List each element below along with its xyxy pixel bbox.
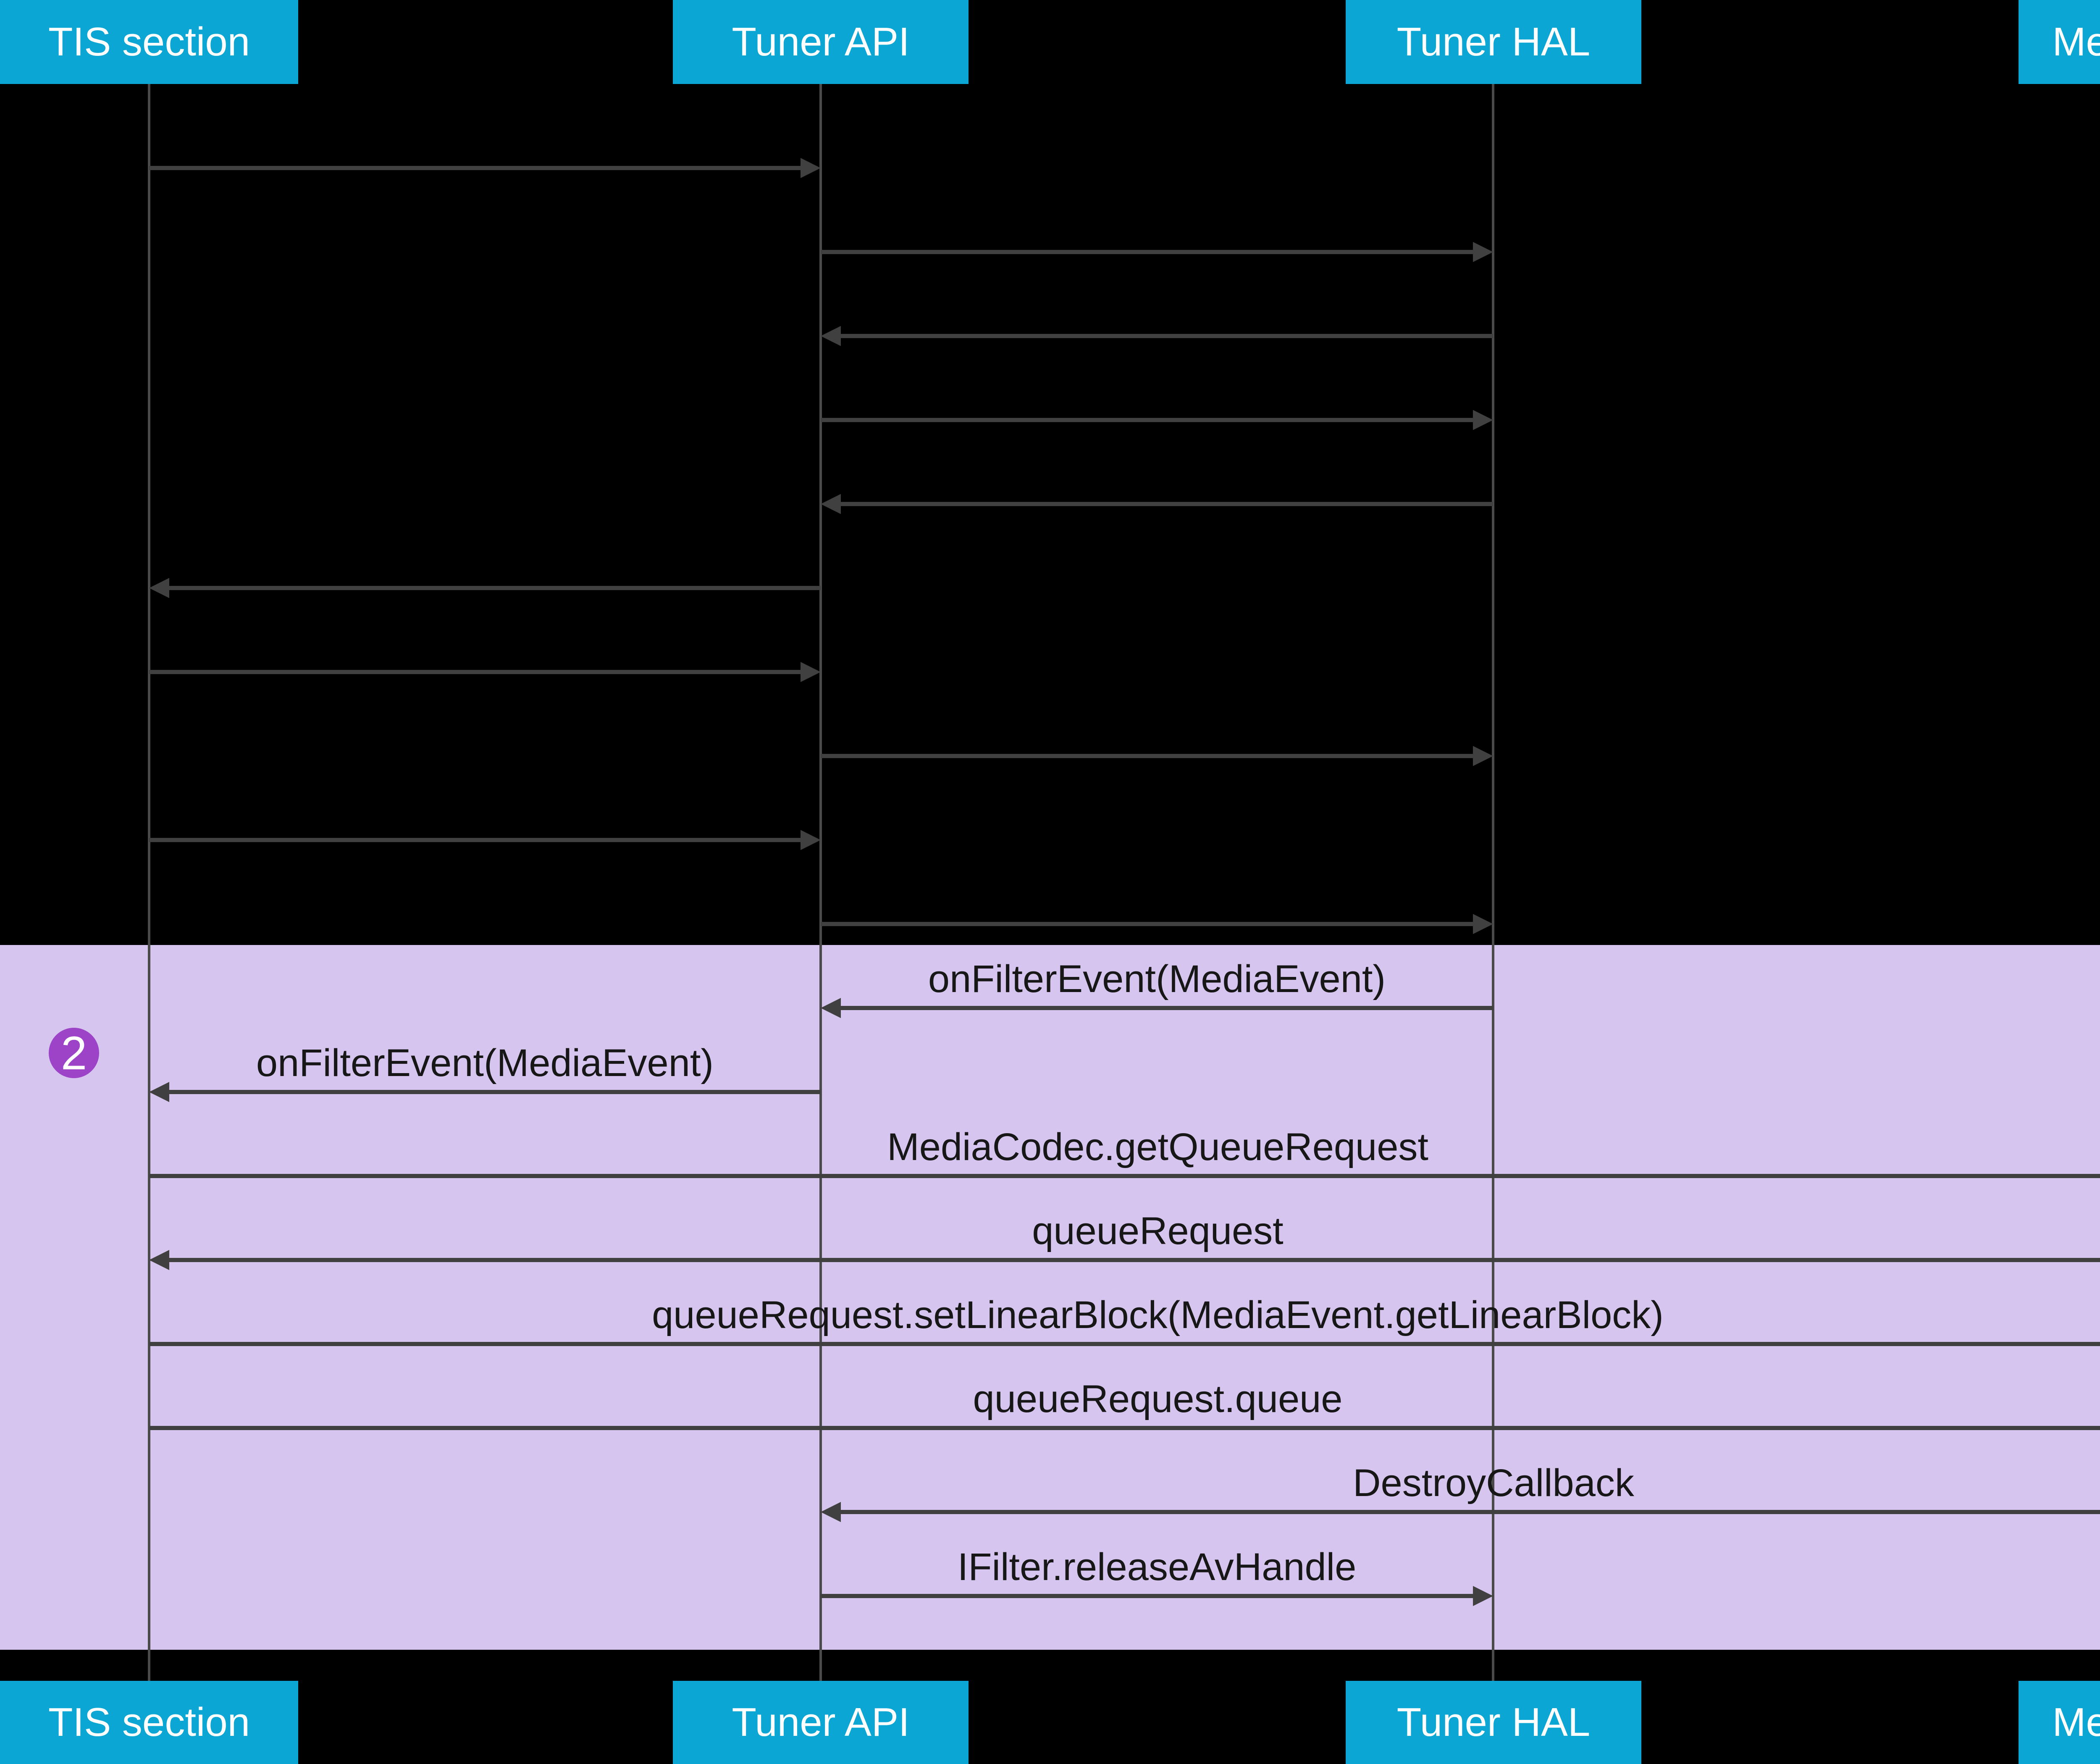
participant-bottom-tis: TIS section <box>0 1681 298 1764</box>
message-label: queueRequest.setLinearBlock(MediaEvent.g… <box>652 1294 1664 1336</box>
participant-top-mediacodec: MediaCodec <box>2019 0 2100 84</box>
arrowhead-left-icon <box>821 326 841 346</box>
participant-label: Tuner API <box>732 1700 910 1745</box>
message-line <box>169 1090 821 1094</box>
lifeline-tis <box>148 84 150 1681</box>
message-label: MediaCodec.getQueueRequest <box>887 1126 1428 1168</box>
arrowhead-right-icon <box>1473 1586 1493 1606</box>
arrowhead-right-icon <box>1473 746 1493 766</box>
arrowhead-left-icon <box>821 1502 841 1522</box>
message-line <box>821 1594 1473 1598</box>
message-label: queueRequest <box>1032 1210 1284 1252</box>
message-label: queueRequest.queue <box>973 1378 1343 1420</box>
arrowhead-right-icon <box>801 158 821 178</box>
participant-bottom-tuner-hal: Tuner HAL <box>1346 1681 1641 1764</box>
participant-label: Tuner HAL <box>1396 19 1591 64</box>
arrowhead-left-icon <box>149 578 169 598</box>
lifeline-tuner_api <box>819 84 822 1681</box>
arrowhead-right-icon <box>1473 242 1493 262</box>
message-line <box>149 1174 2100 1178</box>
message-line <box>169 586 821 590</box>
message-line <box>149 838 801 842</box>
step-badge: 2 <box>49 1026 99 1079</box>
message-line <box>841 502 1493 506</box>
step-badge-number: 2 <box>60 1026 87 1079</box>
participant-label: MediaCodec <box>2052 1700 2100 1745</box>
message-line <box>821 418 1473 422</box>
highlight-band <box>0 945 2100 1650</box>
message-label: DestroyCallback <box>1353 1462 1634 1504</box>
arrowhead-right-icon <box>801 662 821 682</box>
participant-label: MediaCodec <box>2052 19 2100 64</box>
message-line <box>149 670 801 674</box>
lifeline-tuner_hal <box>1492 84 1494 1681</box>
arrowhead-left-icon <box>149 1250 169 1270</box>
participant-top-tuner-api: Tuner API <box>673 0 969 84</box>
arrowhead-right-icon <box>801 830 821 850</box>
participant-label: TIS section <box>48 1700 250 1745</box>
message-line <box>821 250 1473 254</box>
arrowhead-left-icon <box>149 1082 169 1102</box>
message-line <box>841 334 1493 338</box>
message-label: onFilterEvent(MediaEvent) <box>256 1042 714 1084</box>
message-label: IFilter.releaseAvHandle <box>957 1546 1357 1588</box>
participant-top-tis: TIS section <box>0 0 298 84</box>
participant-label: TIS section <box>48 19 250 64</box>
participant-bottom-tuner-api: Tuner API <box>673 1681 969 1764</box>
arrowhead-left-icon <box>821 998 841 1018</box>
message-line <box>149 166 801 170</box>
message-line <box>821 922 1473 926</box>
participant-bottom-mediacodec: MediaCodec <box>2019 1681 2100 1764</box>
participant-label: Tuner HAL <box>1396 1700 1591 1745</box>
message-label: onFilterEvent(MediaEvent) <box>928 958 1386 1000</box>
message-line <box>841 1510 2100 1514</box>
message-line <box>821 754 1473 758</box>
message-line <box>169 1258 2100 1262</box>
arrowhead-right-icon <box>1473 914 1493 934</box>
arrowhead-left-icon <box>821 494 841 514</box>
arrowhead-right-icon <box>1473 410 1493 430</box>
participant-top-tuner-hal: Tuner HAL <box>1346 0 1641 84</box>
participant-label: Tuner API <box>732 19 910 64</box>
message-line <box>149 1342 2100 1346</box>
message-line <box>149 1426 2100 1430</box>
message-line <box>841 1006 1493 1010</box>
